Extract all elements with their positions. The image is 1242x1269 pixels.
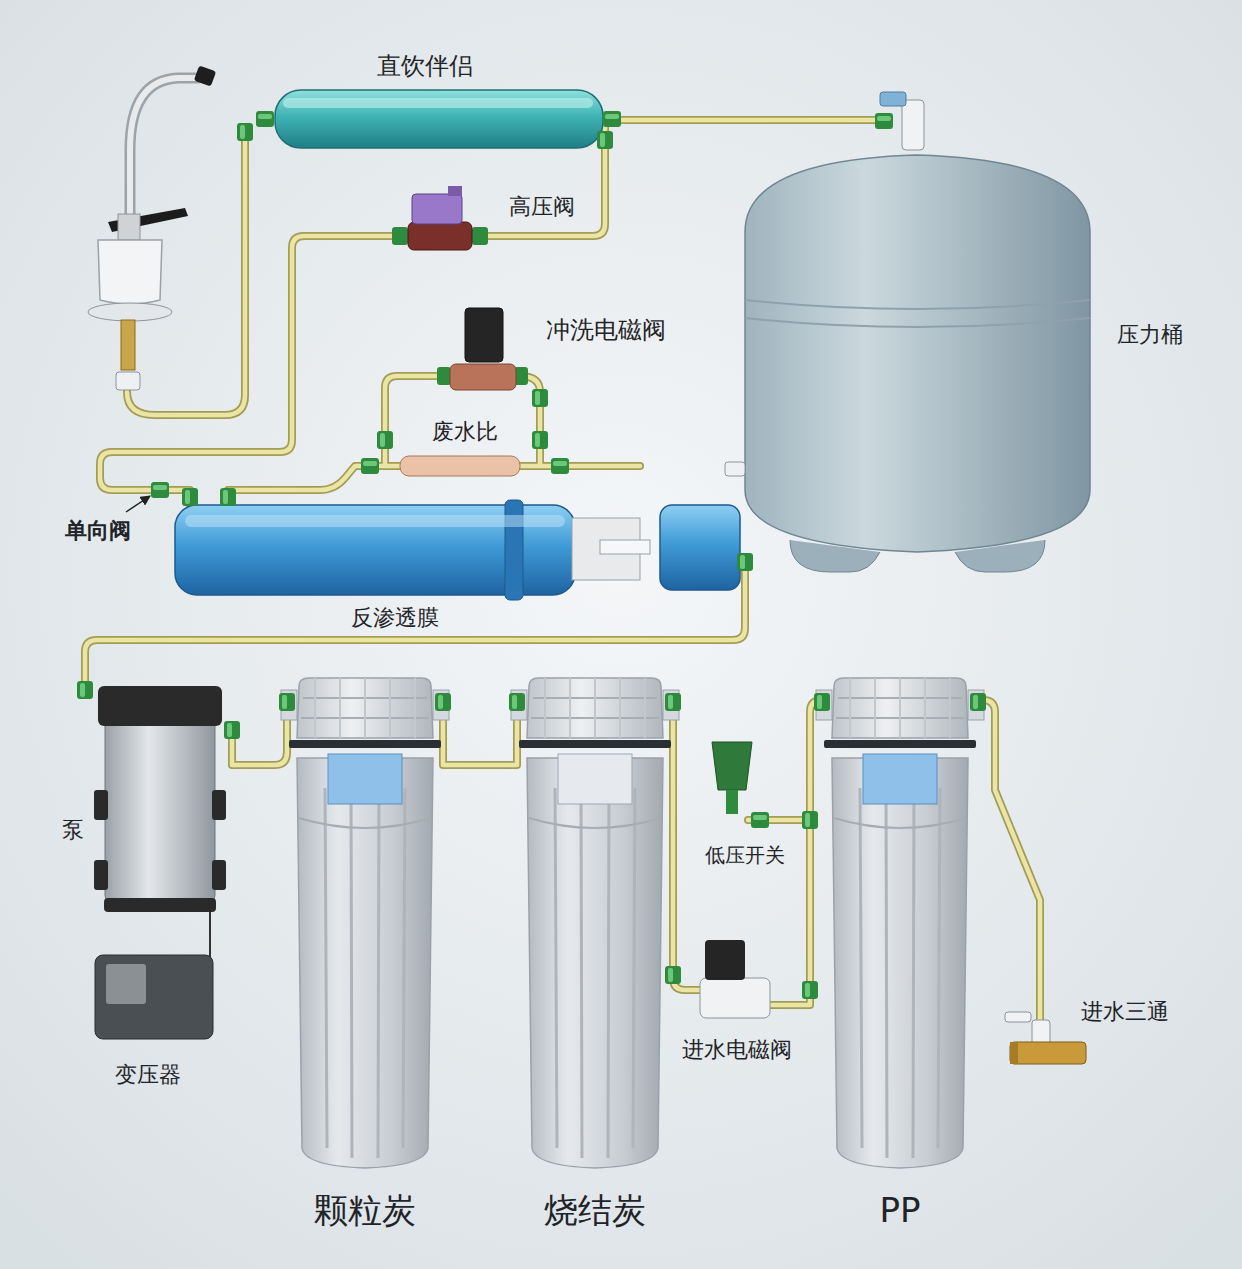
part-label: 直饮伴侣 bbox=[377, 52, 473, 81]
waste-ratio-capillary bbox=[361, 456, 569, 476]
faucet bbox=[88, 65, 216, 390]
inlet-tee bbox=[1005, 1012, 1086, 1064]
part-label: 变压器 bbox=[115, 1062, 181, 1088]
post-filter bbox=[237, 90, 621, 149]
low-pressure-switch bbox=[712, 742, 818, 829]
booster-pump bbox=[77, 681, 240, 960]
part-label: 进水三通 bbox=[1081, 999, 1169, 1025]
part-label: 压力桶 bbox=[1117, 322, 1183, 348]
high-pressure-switch bbox=[392, 186, 488, 250]
inlet-solenoid bbox=[665, 940, 818, 1018]
pressure-tank bbox=[725, 92, 1090, 572]
part-label: 泵 bbox=[62, 817, 84, 843]
part-label: PP bbox=[879, 1190, 920, 1231]
part-label: 高压阀 bbox=[509, 194, 575, 220]
part-label: 单向阀 bbox=[65, 518, 131, 544]
flush-solenoid bbox=[377, 308, 548, 449]
prefilter-housings bbox=[279, 678, 986, 1168]
part-label: 冲洗电磁阀 bbox=[546, 316, 666, 345]
part-label: 烧结炭 bbox=[544, 1190, 646, 1231]
part-label: 废水比 bbox=[432, 419, 498, 445]
part-label: 进水电磁阀 bbox=[682, 1037, 792, 1063]
part-label: 反渗透膜 bbox=[351, 605, 439, 631]
ro-membrane bbox=[126, 482, 753, 600]
part-label: 颗粒炭 bbox=[314, 1190, 416, 1231]
part-label: 低压开关 bbox=[705, 843, 785, 867]
transformer bbox=[95, 955, 213, 1039]
